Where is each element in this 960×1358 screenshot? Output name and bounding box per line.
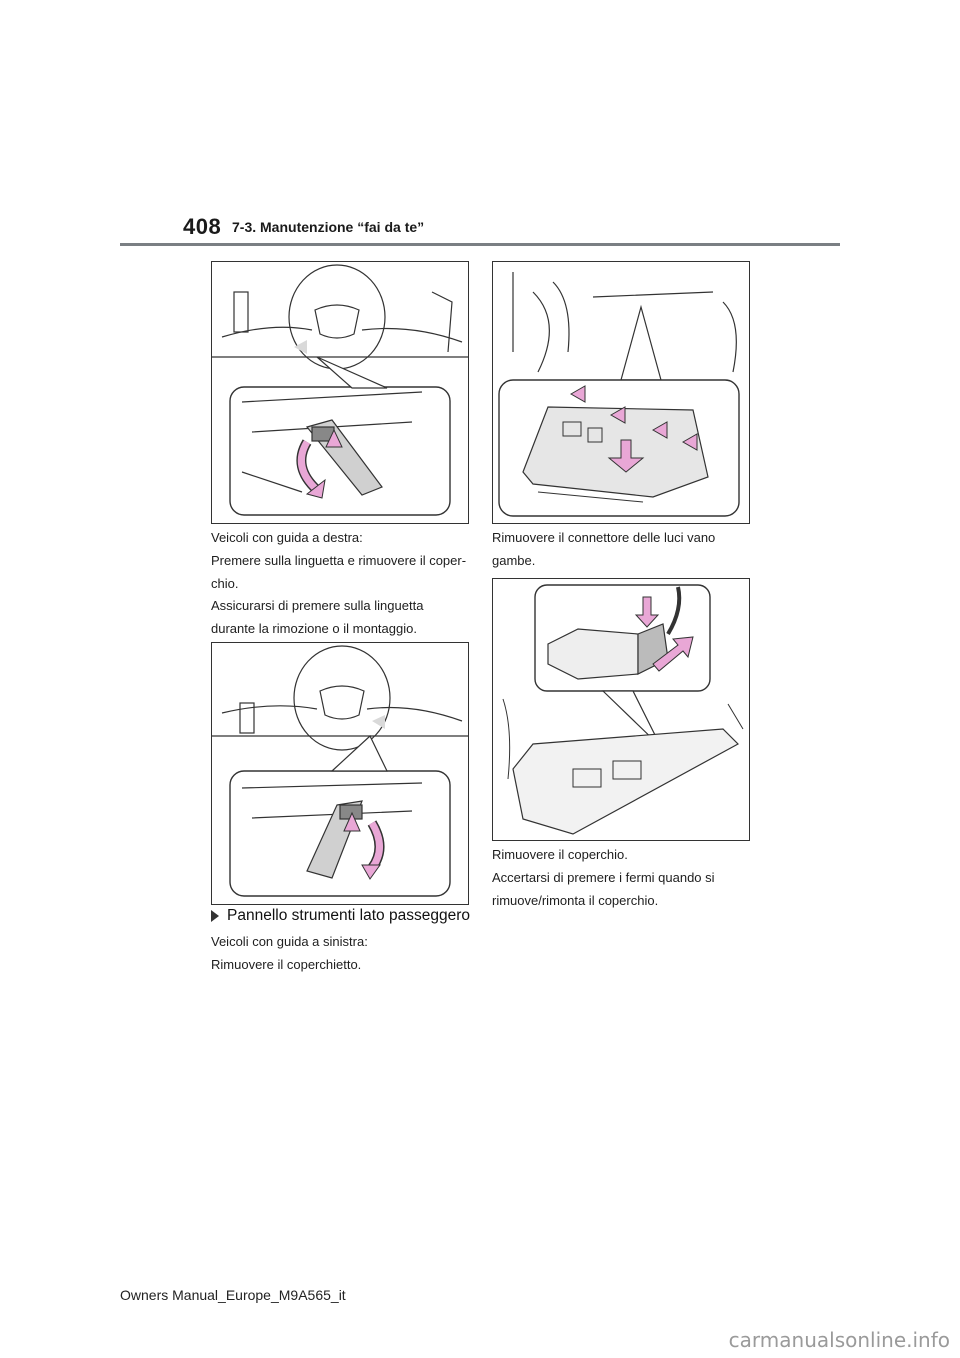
paragraph-lhd-instruction: Rimuovere il coperchietto.	[211, 957, 362, 972]
paragraph-cover-note: Accertarsi di premere i fermi quando si …	[492, 870, 715, 908]
paragraph-lhd-label: Veicoli con guida a sinistra:	[211, 934, 368, 949]
illustration-lhd-dashboard	[212, 645, 468, 897]
bullet-triangle-icon	[211, 910, 219, 922]
header-rule	[120, 243, 840, 246]
paragraph-rhd-label: Veicoli con guida a destra:	[211, 530, 363, 545]
paragraph-rhd-note: Assicurarsi di premere sulla linguetta d…	[211, 598, 424, 636]
illustration-rhd-dashboard	[212, 264, 468, 516]
paragraph-connector-instruction: Rimuovere il connettore delle luci vano …	[492, 530, 716, 568]
figure-passenger-panel	[492, 261, 750, 524]
figure-lhd-cover	[211, 642, 469, 905]
section-title: 7-3. Manutenzione “fai da te”	[232, 219, 425, 235]
page-number: 408	[183, 214, 222, 239]
footer-manual-id: Owners Manual_Europe_M9A565_it	[120, 1287, 346, 1303]
watermark: carmanualsonline.info	[728, 1328, 950, 1352]
illustration-connector	[502, 584, 744, 835]
paragraph-rhd-instruction: Premere sulla linguetta e rimuovere il c…	[211, 553, 467, 591]
illustration-passenger-panel	[498, 272, 740, 517]
subheading-text: Pannello strumenti lato passeggero	[227, 907, 470, 924]
subheading-passenger-panel: Pannello strumenti lato passeggero	[211, 907, 470, 925]
paragraph-cover-instruction: Rimuovere il coperchio.	[492, 847, 628, 862]
figure-rhd-cover	[211, 261, 469, 524]
figure-connector	[492, 578, 750, 841]
